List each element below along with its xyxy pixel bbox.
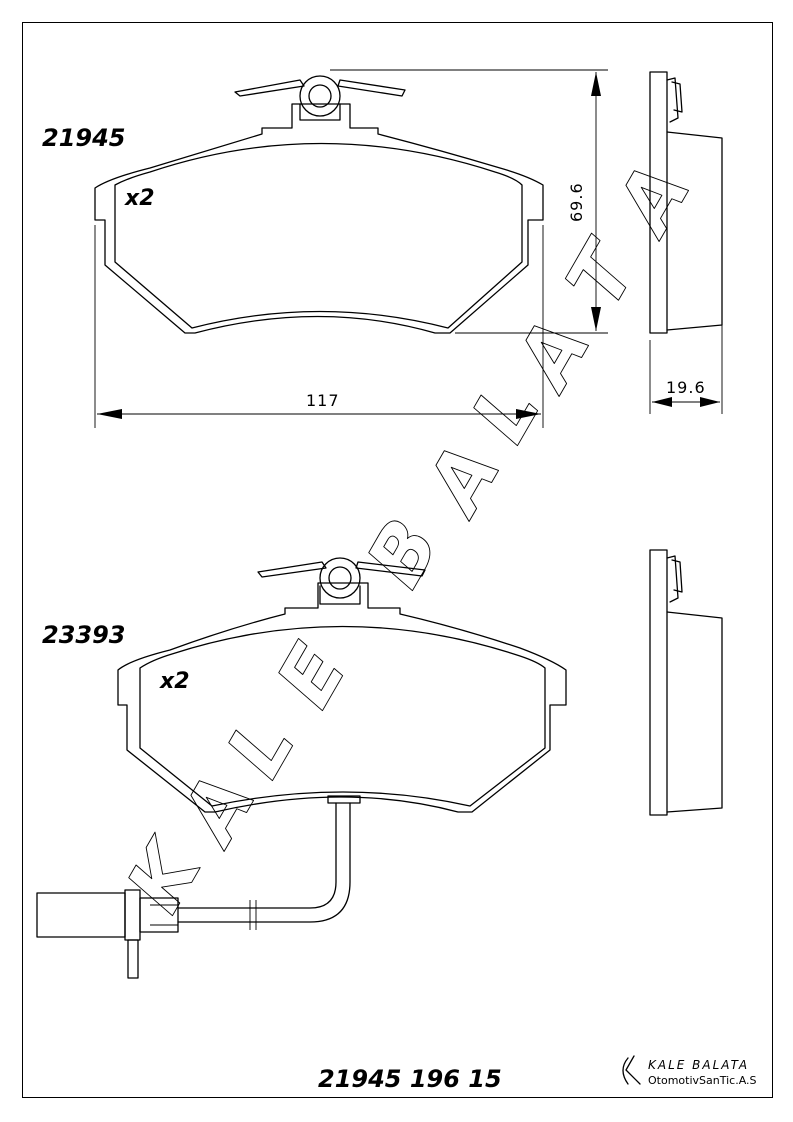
svg-text:E: E: [260, 630, 365, 721]
part-2-quantity: x2: [159, 669, 190, 694]
pad-1-dimensions: [94, 69, 723, 428]
svg-text:A: A: [407, 429, 518, 531]
footer-code: 21945 196 15: [318, 1065, 502, 1093]
svg-text:A: A: [597, 149, 708, 251]
drawing-frame: [22, 22, 773, 1098]
part-1-quantity: x2: [124, 186, 155, 211]
pad-2-side-view: [649, 549, 723, 816]
watermark: A T A L A B E L A K: [110, 149, 709, 927]
dimension-height: 69.6: [567, 182, 586, 222]
svg-text:T: T: [550, 226, 657, 322]
dimension-thickness: 19.6: [666, 378, 706, 397]
part-2-code: 23393: [42, 621, 126, 649]
pad-1-side-view: [649, 71, 723, 334]
pad-2-front-view: [117, 557, 567, 813]
wear-sensor: [36, 795, 361, 979]
brand-company: OtomotivSanTic.A.S: [648, 1074, 757, 1087]
kale-logo: [622, 1055, 641, 1085]
svg-text:B: B: [350, 505, 458, 601]
svg-text:A: A: [162, 759, 273, 861]
svg-text:K: K: [110, 824, 221, 926]
brand-name: KALE BALATA: [648, 1058, 749, 1072]
dimension-width: 117: [306, 391, 340, 410]
pad-1-front-view: [94, 75, 544, 334]
part-1-code: 21945: [42, 124, 126, 152]
